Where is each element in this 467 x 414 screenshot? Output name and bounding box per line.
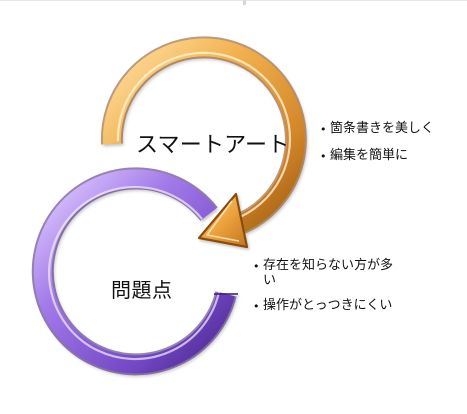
smartart-node-label: スマートアート [136,133,290,158]
problem-bullet-item: 存在を知らない方が多い [253,258,405,289]
purple-circular-arrow [31,167,238,376]
orange-arrow-ring-highlight [116,51,292,224]
smartart-bullet-item: 編集を簡単に [320,148,467,164]
problem-bullet-list: 存在を知らない方が多い 操作がとっつきにくい [253,258,405,324]
orange-arrowhead-highlight [206,200,240,242]
problem-bullet-item: 操作がとっつきにくい [253,298,405,314]
orange-arrow-ring-face [102,38,305,236]
top-border-marker [243,0,246,5]
smartart-bullet-list: 箇条書きを美しく 編集を簡単に [320,121,467,176]
orange-arrowhead [197,192,249,249]
orange-circular-arrow [100,36,307,249]
problem-node-label: 問題点 [111,278,173,302]
top-border-line [0,0,467,1]
smartart-bullet-item: 箇条書きを美しく [320,121,467,137]
purple-arrow-ring-face [33,169,235,374]
purple-arrow-ring-highlight [48,185,221,361]
